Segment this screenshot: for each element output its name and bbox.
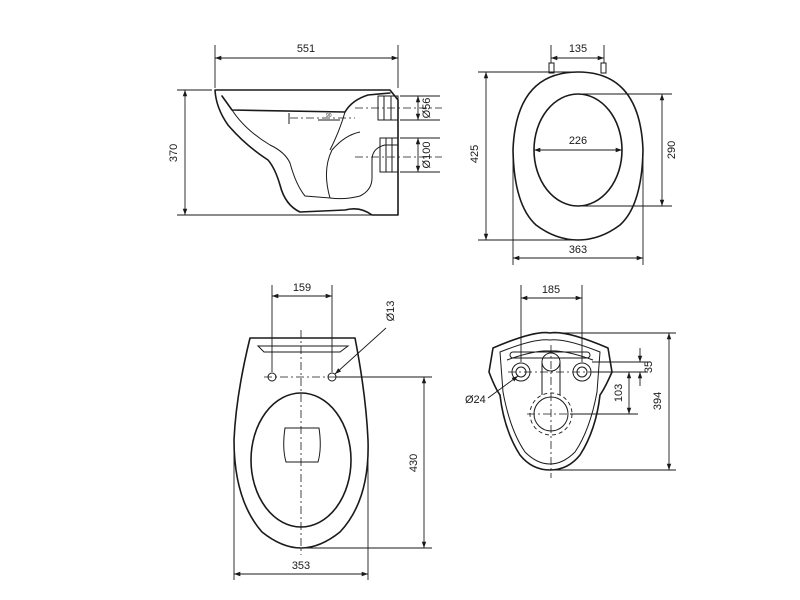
bowl-length-label: 430	[408, 454, 420, 472]
rear-outline	[488, 331, 613, 471]
bowl-bolt-hole-label: Ø13	[385, 301, 397, 322]
rear-height-label: 394	[652, 392, 664, 410]
seat-hinge-left	[548, 62, 555, 74]
rear-view: 185 Ø24 394 35 103	[465, 284, 676, 478]
side-inner-mark: 90	[326, 113, 332, 119]
side-view-outlet	[379, 137, 399, 173]
seat-length-label: 425	[469, 145, 481, 163]
seat-opening-width-label: 226	[569, 135, 587, 147]
seat-top-view: 135 425 226 290 363	[469, 43, 678, 265]
side-view-rim	[221, 92, 391, 113]
rear-bolt-diameter-label: Ø24	[465, 394, 486, 406]
bowl-width-label: 353	[292, 560, 310, 572]
bowl-bolt-spacing-label: 159	[293, 282, 311, 294]
bowl-top-view: 159 Ø13 430 353	[233, 282, 432, 580]
rear-outlet-height-label: 103	[613, 384, 625, 402]
side-view-trap	[329, 144, 398, 200]
side-view-bowl	[231, 109, 361, 199]
bowl-drain	[283, 427, 321, 463]
seat-hinge-right	[600, 62, 607, 74]
bowl-bolt-hole-leader	[334, 327, 387, 375]
rear-inner-cavity	[499, 339, 601, 465]
side-view-body	[214, 89, 399, 216]
rear-bolt-spacing-label: 185	[542, 284, 560, 296]
side-width-label: 551	[297, 43, 315, 55]
rear-bolt-diameter-leader	[487, 375, 519, 399]
side-height-label: 370	[168, 144, 180, 162]
side-outlet-label: Ø100	[421, 142, 433, 169]
seat-opening-length-label: 290	[666, 141, 678, 159]
side-inlet-label: Ø56	[421, 98, 433, 119]
rear-bolt-height-label: 35	[643, 361, 655, 373]
seat-hinge-label: 135	[569, 43, 587, 55]
seat-width-label: 363	[569, 244, 587, 256]
seat-outline	[512, 71, 644, 241]
side-view: 90 551 370 Ø56 Ø100	[168, 43, 442, 216]
